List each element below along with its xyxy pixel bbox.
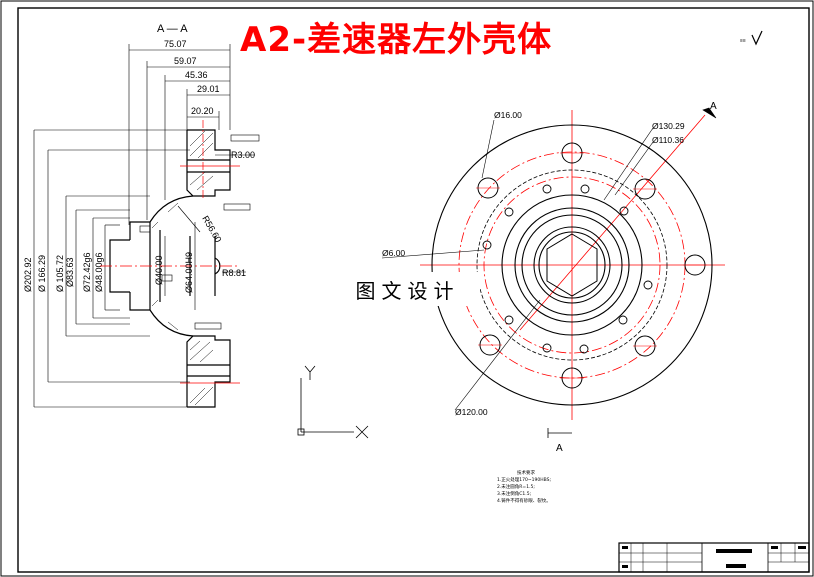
hidden-circle [476,169,668,361]
note-1: 1.正火处理170~190HBS; [497,478,552,483]
note-3: 3.未注倒角C1.5; [497,492,532,497]
dim-dia-72-42: Ø72.42g6 [82,252,92,292]
dim-dia-166-29: Ø 166.29 [37,255,47,292]
inner-dim-labels: Ø40.00 Ø64.00H9 [154,222,196,310]
dim-dia-130-29: Ø130.29 [652,121,685,131]
svg-text:≡≡: ≡≡ [740,38,746,44]
dim-dia-16: Ø16.00 [494,110,522,120]
tolerance-frames [139,134,260,330]
front-leaders [381,107,717,411]
front-dim-labels: Ø16.00 Ø130.29 Ø110.36 Ø6.00 Ø120.00 [382,110,685,417]
radius-r8-81: R8.81 [222,268,246,278]
small-holes [482,184,653,354]
dim-dia-6: Ø6.00 [382,248,405,258]
dim-dia-202-92: Ø202.92 [23,257,33,292]
horizontal-dim-labels: 75.07 59.07 45.36 29.01 20.20 [164,39,220,116]
dim-dia-83-63: Ø83.63 [65,257,75,287]
section-view: A — A 75.07 59.07 45.36 29.01 20.20 [23,23,260,408]
dim-75-07: 75.07 [164,39,187,49]
roughness-symbol: ≡≡ [740,30,763,46]
dim-dia-48-00: Ø48.00g6 [94,252,104,292]
diameter-dims [33,129,190,408]
front-view: Ø16.00 Ø130.29 Ø110.36 Ø6.00 Ø120.00 A A [381,101,725,454]
section-hatching [151,130,214,406]
section-label: A — A [157,23,188,35]
dim-59-07: 59.07 [174,56,197,66]
dim-20-20: 20.20 [191,106,214,116]
ucs-axis-icon [297,365,369,439]
dim-45-36: 45.36 [185,70,208,80]
diameter-dim-labels: Ø202.92 Ø 166.29 Ø 105.72 Ø83.63 Ø72.42g… [23,252,104,292]
bolt-hole-centers [476,152,707,379]
note-2: 2.未注圆角R=1.5; [497,485,535,490]
technical-notes: 技术要求 1.正火处理170~190HBS; 2.未注圆角R=1.5; 3.未注… [497,470,551,505]
front-outlines [431,124,713,406]
dim-dia-120: Ø120.00 [455,407,488,417]
svg-text:A: A [556,443,563,454]
dim-dia-110-36: Ø110.36 [652,135,684,145]
horizontal-dims [128,44,231,225]
note-4: 4.铸件不得有砂眼、裂纹。 [497,499,551,504]
dim-dia-105-72: Ø 105.72 [55,255,65,292]
section-arrow-bottom: A [547,428,572,454]
section-arrow-top: A [710,101,717,112]
section-centerlines [100,120,240,384]
title-block [618,542,810,573]
dim-29-01: 29.01 [197,84,220,94]
dim-dia-64-h9: Ø64.00H9 [184,252,194,293]
notes-heading: 技术要求 [517,471,535,476]
watermark: 图文设计 [335,272,480,306]
svg-text:A: A [710,101,717,112]
drawing-title: A2-差速器左外壳体 [240,20,553,60]
inner-frame [17,7,810,573]
dim-dia-40: Ø40.00 [154,255,164,285]
axis-y-label: Y [0,0,1,1]
radius-r3: R3.00 [231,150,255,160]
